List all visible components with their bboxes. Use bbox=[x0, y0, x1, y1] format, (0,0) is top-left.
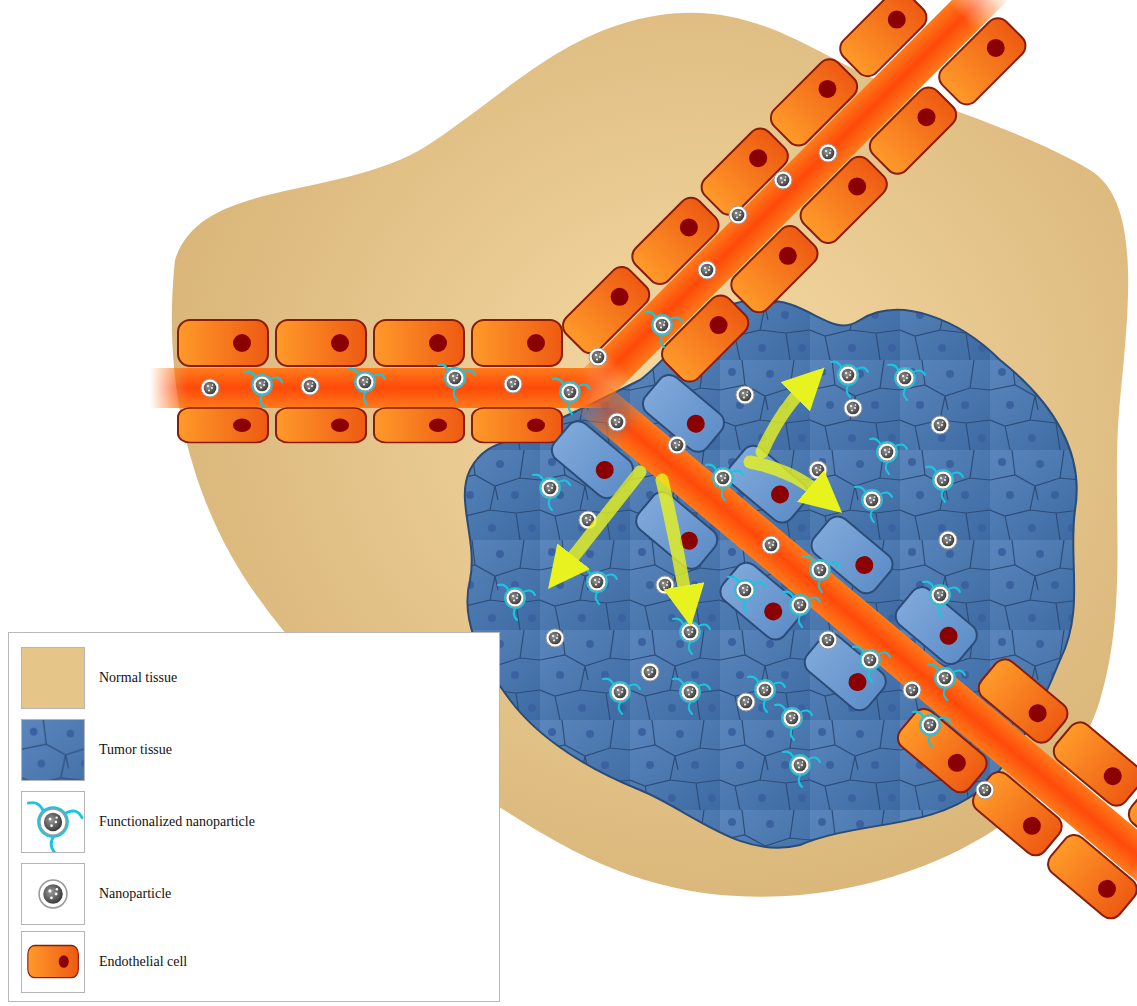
legend-text: Tumor tissue bbox=[99, 742, 172, 758]
legend-sample bbox=[21, 719, 85, 781]
legend-row: Nanoparticle bbox=[21, 863, 491, 925]
legend-box: Normal tissueTumor tissueFunctionalized … bbox=[8, 632, 500, 1002]
legend-sample bbox=[21, 863, 85, 925]
legend-text: Functionalized nanoparticle bbox=[99, 814, 255, 830]
legend-sample bbox=[21, 931, 85, 993]
legend-swatch bbox=[21, 647, 85, 709]
upper-vessel bbox=[537, 0, 1043, 443]
legend-text: Normal tissue bbox=[99, 670, 177, 686]
legend-row: Normal tissue bbox=[21, 647, 491, 709]
legend-sample-figure bbox=[22, 792, 84, 852]
extravasation-arrows bbox=[566, 388, 820, 598]
legend-sample bbox=[21, 791, 85, 853]
legend-sample-figure bbox=[22, 864, 84, 924]
legend-sample-figure bbox=[22, 720, 84, 780]
legend-row: Functionalized nanoparticle bbox=[21, 791, 491, 853]
legend-row: Tumor tissue bbox=[21, 719, 491, 781]
legend-row: Endothelial cell bbox=[21, 931, 491, 993]
lower-vessel bbox=[539, 338, 1137, 953]
left-vessel bbox=[150, 320, 620, 443]
legend-text: Endothelial cell bbox=[99, 954, 187, 970]
legend-text: Nanoparticle bbox=[99, 886, 171, 902]
legend-sample-figure bbox=[22, 932, 84, 992]
